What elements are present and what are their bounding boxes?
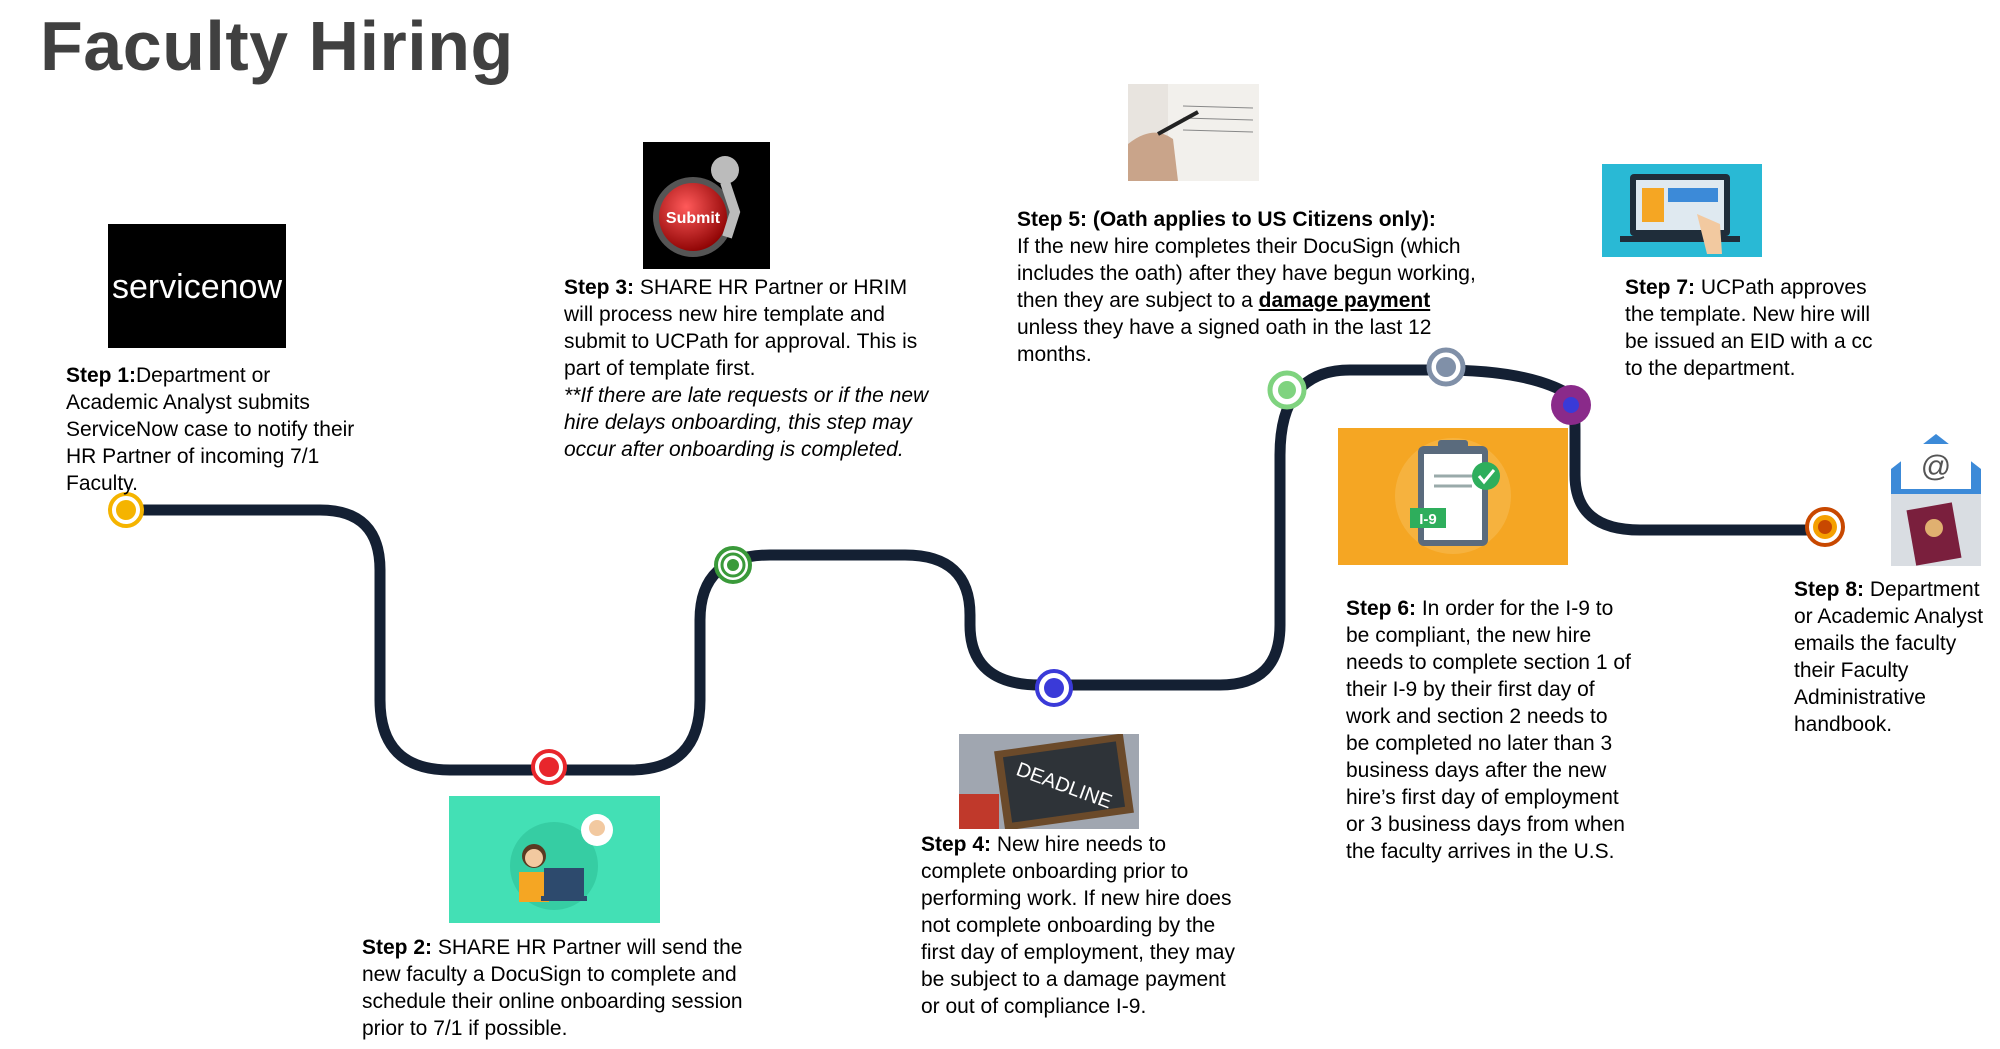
step-4-description: New hire needs to complete onboarding pr…: [921, 833, 1235, 1018]
i9-form-image: I-9: [1338, 428, 1568, 565]
step-4-label: Step 4:: [921, 833, 992, 856]
step-2-marker: [531, 749, 567, 785]
signing-document-image: [1128, 84, 1259, 181]
page-title: Faculty Hiring: [40, 7, 514, 85]
step-5-description-end: unless they have a signed oath in the la…: [1017, 316, 1432, 366]
step-6-description: In order for the I-9 to be compliant, th…: [1346, 597, 1631, 863]
step-8-label: Step 8:: [1794, 578, 1865, 601]
step-7-label: Step 7:: [1625, 276, 1696, 299]
step-5-label: Step 5: (Oath applies to US Citizens onl…: [1017, 208, 1436, 231]
step-5-emphasis: damage payment: [1258, 289, 1431, 312]
onboarding-illustration-image: [449, 796, 660, 923]
submit-label: Submit: [666, 210, 721, 227]
step-6-label: Step 6:: [1346, 597, 1417, 620]
step-7-text: Step 7: UCPath approves the template. Ne…: [1625, 274, 1875, 382]
step-8-marker: [1805, 507, 1845, 547]
step-7-marker: [1551, 385, 1591, 425]
servicenow-logo-image: servicenow: [108, 224, 286, 348]
step-1-marker: [108, 492, 144, 528]
step-1-text: Step 1:Department or Academic Analyst su…: [66, 362, 366, 497]
step-3-text: Step 3: SHARE HR Partner or HRIM will pr…: [564, 274, 934, 463]
step-2-text: Step 2: SHARE HR Partner will send the n…: [362, 934, 782, 1042]
step-6-text: Step 6: In order for the I-9 to be compl…: [1346, 595, 1631, 865]
step-5-description: If the new hire completes their DocuSign…: [1017, 235, 1476, 312]
laptop-image: [1602, 164, 1762, 257]
i9-label: I-9: [1419, 511, 1437, 528]
step-3-description: SHARE HR Partner or HRIM will process ne…: [564, 276, 918, 380]
step-2-label: Step 2:: [362, 936, 433, 959]
email-passport-image: @: [1886, 424, 1986, 566]
step-1-label: Step 1:: [66, 364, 137, 387]
step-5-marker: [1267, 370, 1307, 410]
step-7-description: UCPath approves the template. New hire w…: [1625, 276, 1873, 380]
step-1-description: Department or Academic Analyst submits S…: [66, 364, 355, 495]
step-4-marker: [1035, 669, 1073, 707]
step-4-text: Step 4: New hire needs to complete onboa…: [921, 831, 1241, 1020]
step-8-text: Step 8: Department or Academic Analyst e…: [1794, 576, 1994, 738]
step-6-marker: [1426, 347, 1466, 387]
step-2-description: SHARE HR Partner will send the new facul…: [362, 936, 743, 1040]
step-3-note: **If there are late requests or if the n…: [564, 384, 929, 461]
servicenow-logo-text: servicenow: [112, 268, 283, 306]
deadline-board-image: DEADLINE: [959, 734, 1139, 829]
step-8-description: Department or Academic Analyst emails th…: [1794, 578, 1984, 736]
step-5-text: Step 5: (Oath applies to US Citizens onl…: [1017, 206, 1487, 368]
svg-text:@: @: [1921, 450, 1951, 483]
submit-button-image: Submit: [643, 142, 770, 269]
step-3-marker: [714, 546, 752, 584]
step-3-label: Step 3:: [564, 276, 635, 299]
